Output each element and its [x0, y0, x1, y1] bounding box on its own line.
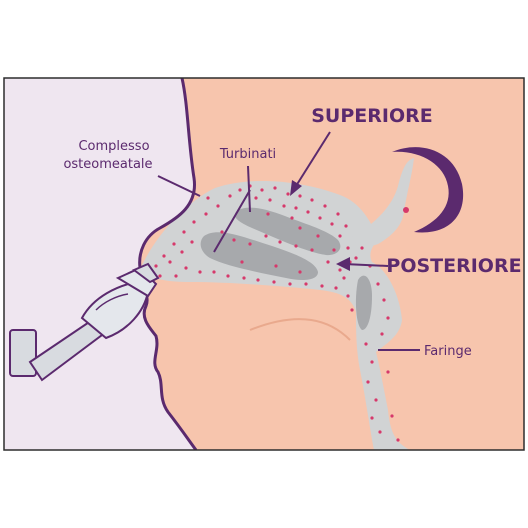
upper-channel-dot	[403, 207, 409, 213]
head-outline	[138, 78, 198, 450]
complesso-label-line2: osteomeatale	[63, 157, 152, 172]
posteriore-arrow	[336, 257, 350, 271]
spray-particles	[154, 184, 400, 442]
superiore-arrow	[290, 180, 302, 196]
leader-lines	[157, 131, 420, 351]
superiore-leader	[295, 131, 331, 187]
posteriore-leader	[343, 263, 389, 267]
complesso-leader	[157, 175, 201, 197]
arrow-heads	[290, 180, 350, 271]
crescent-shape	[392, 147, 464, 233]
posteriore-label: POSTERIORE	[386, 255, 521, 277]
turbinati-leader-2	[213, 189, 251, 253]
frame-border	[3, 77, 525, 451]
turbinate-posterior	[355, 275, 372, 330]
complesso-label-line1: Complesso	[78, 139, 149, 154]
cheek-line	[249, 318, 351, 341]
turbinate-middle	[234, 207, 341, 256]
nasal-spray-device-icon	[9, 262, 160, 382]
turbinati-leader-1	[247, 165, 251, 213]
faringe-label: Faringe	[424, 344, 472, 359]
upper-channel	[350, 158, 414, 246]
superiore-label: SUPERIORE	[311, 105, 432, 127]
turbinati-label: Turbinati	[219, 147, 276, 162]
turbinate-inferior	[200, 232, 318, 280]
